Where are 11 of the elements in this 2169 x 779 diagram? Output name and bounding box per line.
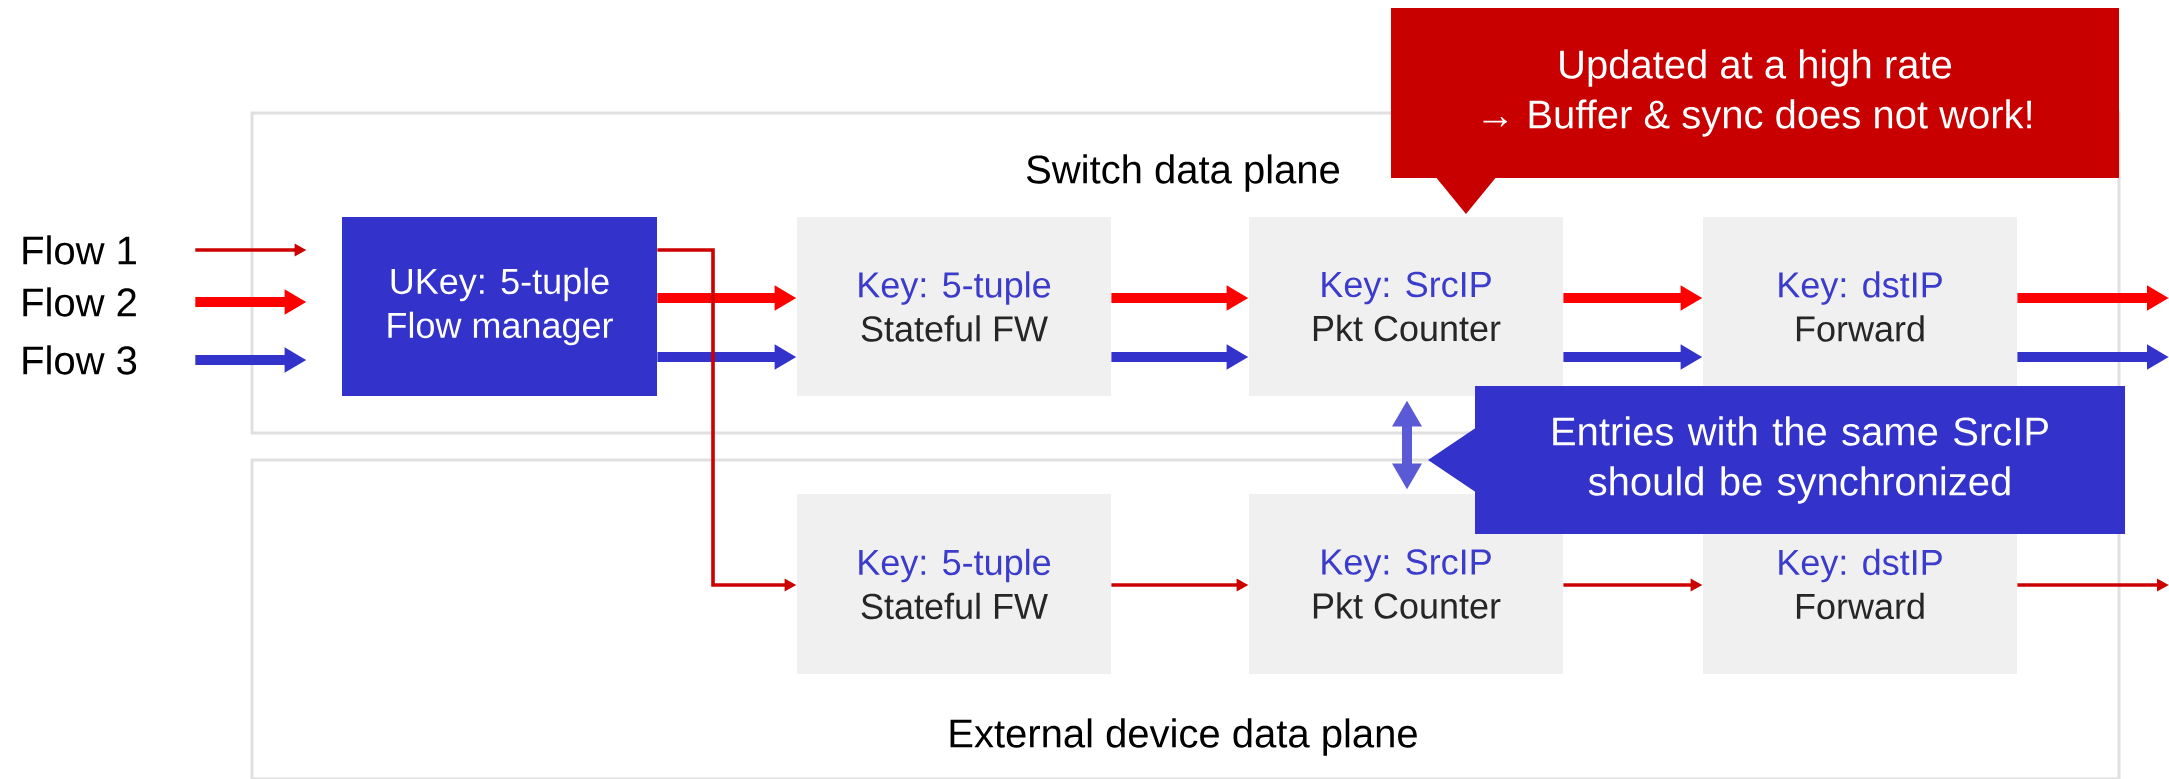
- flow-label: Flow 3: [23, 345, 137, 375]
- callout: Entries with the same SrcIP should be synchronized: [1428, 386, 2125, 534]
- process-box: Key: SrcIP Pkt Counter: [1249, 494, 1563, 674]
- flow-manager-box: UKey: 5-tuple Flow manager: [342, 217, 657, 396]
- flow-label: Flow 1: [23, 235, 136, 265]
- callout: Updated at a high rate → Buffer & sync does not work!: [1391, 8, 2119, 214]
- process-box: Key: 5-tuple Stateful FW: [797, 494, 1111, 674]
- process-box: Key: SrcIP Pkt Counter: [1249, 217, 1563, 396]
- process-box: Key: 5-tuple Stateful FW: [797, 217, 1111, 396]
- process-box: Key: dstIP Forward: [1703, 217, 2017, 396]
- flow-label: Flow 2: [23, 287, 136, 317]
